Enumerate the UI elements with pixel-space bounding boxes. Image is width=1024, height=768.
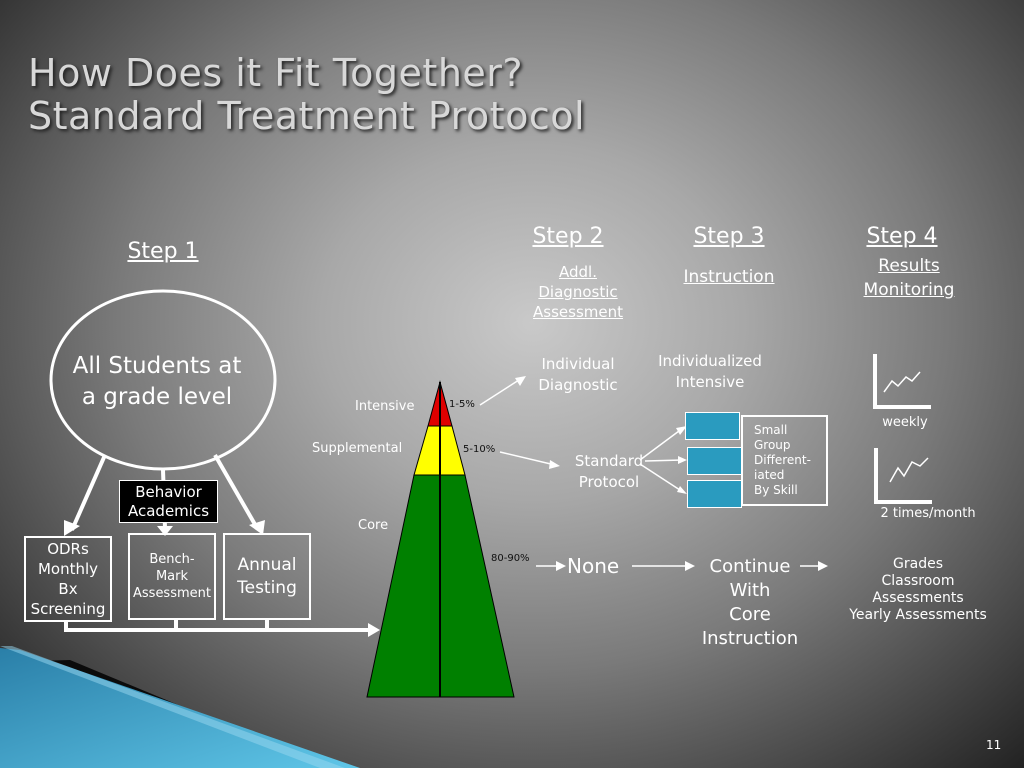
odrs-line-2: Monthly xyxy=(37,560,99,578)
arrowhead-odrs xyxy=(64,520,80,536)
arrowhead-intensive xyxy=(515,376,526,386)
individual-diagnostic: Individual Diagnostic xyxy=(538,354,617,396)
benchmark-box: Bench- Mark Assessment xyxy=(128,533,216,620)
arrowhead-none xyxy=(685,561,695,571)
arrowhead-annual xyxy=(249,520,265,535)
standard-line-2: Protocol xyxy=(578,473,640,491)
step4-sub-line-1: Results xyxy=(878,256,940,276)
title-line-1: How Does it Fit Together? xyxy=(28,51,524,95)
arrowhead-continue xyxy=(818,561,828,571)
annual-testing-box: Annual Testing xyxy=(223,533,311,620)
small-group-line-5: By Skill xyxy=(754,483,798,497)
odrs-line-3: Bx xyxy=(58,580,78,598)
step4-sub-line-2: Monitoring xyxy=(863,280,955,300)
corner-swoosh-edge xyxy=(0,646,345,768)
tier-label-intensive: Intensive xyxy=(355,399,415,414)
behavior-label: Behavior xyxy=(135,482,202,501)
tier-label-core: Core xyxy=(358,518,389,533)
arrowhead-supplemental xyxy=(549,460,560,469)
standard-protocol: Standard Protocol xyxy=(575,451,643,493)
grades-line-2: Classroom xyxy=(881,573,955,589)
title-line-2: Standard Treatment Protocol xyxy=(28,94,586,138)
tier-label-supplemental: Supplemental xyxy=(312,441,403,456)
small-group-box: Small Group Different- iated By Skill xyxy=(741,415,828,506)
continue-line-3: Core xyxy=(729,604,771,625)
tier-range-intensive: 1-5% xyxy=(449,399,475,410)
step2-sub-line-2: Diagnostic xyxy=(538,283,618,301)
arrow-standard-to-box2 xyxy=(644,459,684,462)
tier-range-supplemental: 5-10% xyxy=(463,444,496,455)
step2-sub-line-1: Addl. xyxy=(559,263,597,281)
step2-sub-line-3: Assessment xyxy=(533,303,623,321)
continue-line-2: With xyxy=(729,580,771,601)
annual-line-1: Annual xyxy=(237,554,297,575)
arrowhead-to-pyramid xyxy=(368,623,380,637)
standard-line-1: Standard xyxy=(574,452,644,470)
individual-line-2: Diagnostic xyxy=(538,376,618,394)
twice-monthly-label: 2 times/month xyxy=(880,506,976,521)
arrowhead-box1 xyxy=(676,426,687,435)
odrs-line-1: ODRs xyxy=(47,540,89,558)
weekly-graph xyxy=(873,354,931,409)
arrowhead-box2 xyxy=(678,456,687,464)
arrowhead-bench xyxy=(157,526,173,536)
arrow-intensive xyxy=(479,377,523,406)
group-box-3 xyxy=(687,480,742,508)
annual-line-2: Testing xyxy=(237,577,297,598)
oval-text: All Students at a grade level xyxy=(73,351,242,413)
step1-label: Step 1 xyxy=(127,239,199,264)
page-title: How Does it Fit Together? Standard Treat… xyxy=(28,52,585,138)
continue-line-1: Continue xyxy=(709,556,791,577)
group-box-2 xyxy=(687,447,742,475)
grades-line-1: Grades xyxy=(893,556,943,572)
arrowhead-box3 xyxy=(677,486,687,494)
slide-number: 11 xyxy=(986,738,1002,752)
odrs-box: ODRs Monthly Bx Screening xyxy=(24,536,112,622)
all-students-oval xyxy=(49,289,277,471)
step4-label: Step 4 xyxy=(866,224,938,249)
oval-line-2: a grade level xyxy=(81,384,233,410)
none-label: None xyxy=(567,554,620,578)
arrow-oval-to-odrs xyxy=(70,454,107,531)
arrow-standard-to-box1 xyxy=(639,427,684,461)
grades-line-3: Assessments xyxy=(872,590,964,606)
arrow-standard-to-box3 xyxy=(639,463,684,493)
arrowhead-core xyxy=(556,561,566,571)
twice-monthly-graph xyxy=(874,448,932,504)
bench-line-1: Bench- xyxy=(149,552,195,567)
academics-label: Academics xyxy=(127,501,210,520)
continue-line-4: Instruction xyxy=(701,628,799,649)
oval-line-1: All Students at xyxy=(72,353,242,379)
step4-sub: Results Monitoring xyxy=(864,254,955,302)
weekly-label: weekly xyxy=(882,415,928,430)
step2-label: Step 2 xyxy=(532,224,604,249)
individual-line-1: Individual xyxy=(541,355,615,373)
step3-label: Step 3 xyxy=(693,224,765,249)
grades-assessments: Grades Classroom Assessments Yearly Asse… xyxy=(849,556,987,624)
small-group-line-1: Small xyxy=(754,423,788,437)
grades-line-4: Yearly Assessments xyxy=(849,607,987,623)
arrow-supplemental xyxy=(499,451,556,466)
small-group-line-2: Group xyxy=(754,438,791,452)
bench-line-3: Assessment xyxy=(133,586,211,601)
small-group-line-3: Different- xyxy=(754,453,811,467)
individualized-line-2: Intensive xyxy=(675,373,745,391)
continue-core-instruction: Continue With Core Instruction xyxy=(702,555,798,651)
group-box-1 xyxy=(685,412,740,440)
behavior-academics-box: Behavior Academics xyxy=(119,480,218,523)
small-group-line-4: iated xyxy=(754,468,785,482)
individualized-line-1: Individualized xyxy=(658,352,762,370)
step3-sub: Instruction xyxy=(683,267,775,287)
tier-range-core: 80-90% xyxy=(491,553,530,564)
step2-sub: Addl. Diagnostic Assessment xyxy=(533,262,623,322)
bench-line-2: Mark xyxy=(155,569,189,584)
odrs-line-4: Screening xyxy=(30,600,106,618)
individualized-intensive: Individualized Intensive xyxy=(658,351,762,393)
arrow-oval-to-annual xyxy=(213,454,259,529)
